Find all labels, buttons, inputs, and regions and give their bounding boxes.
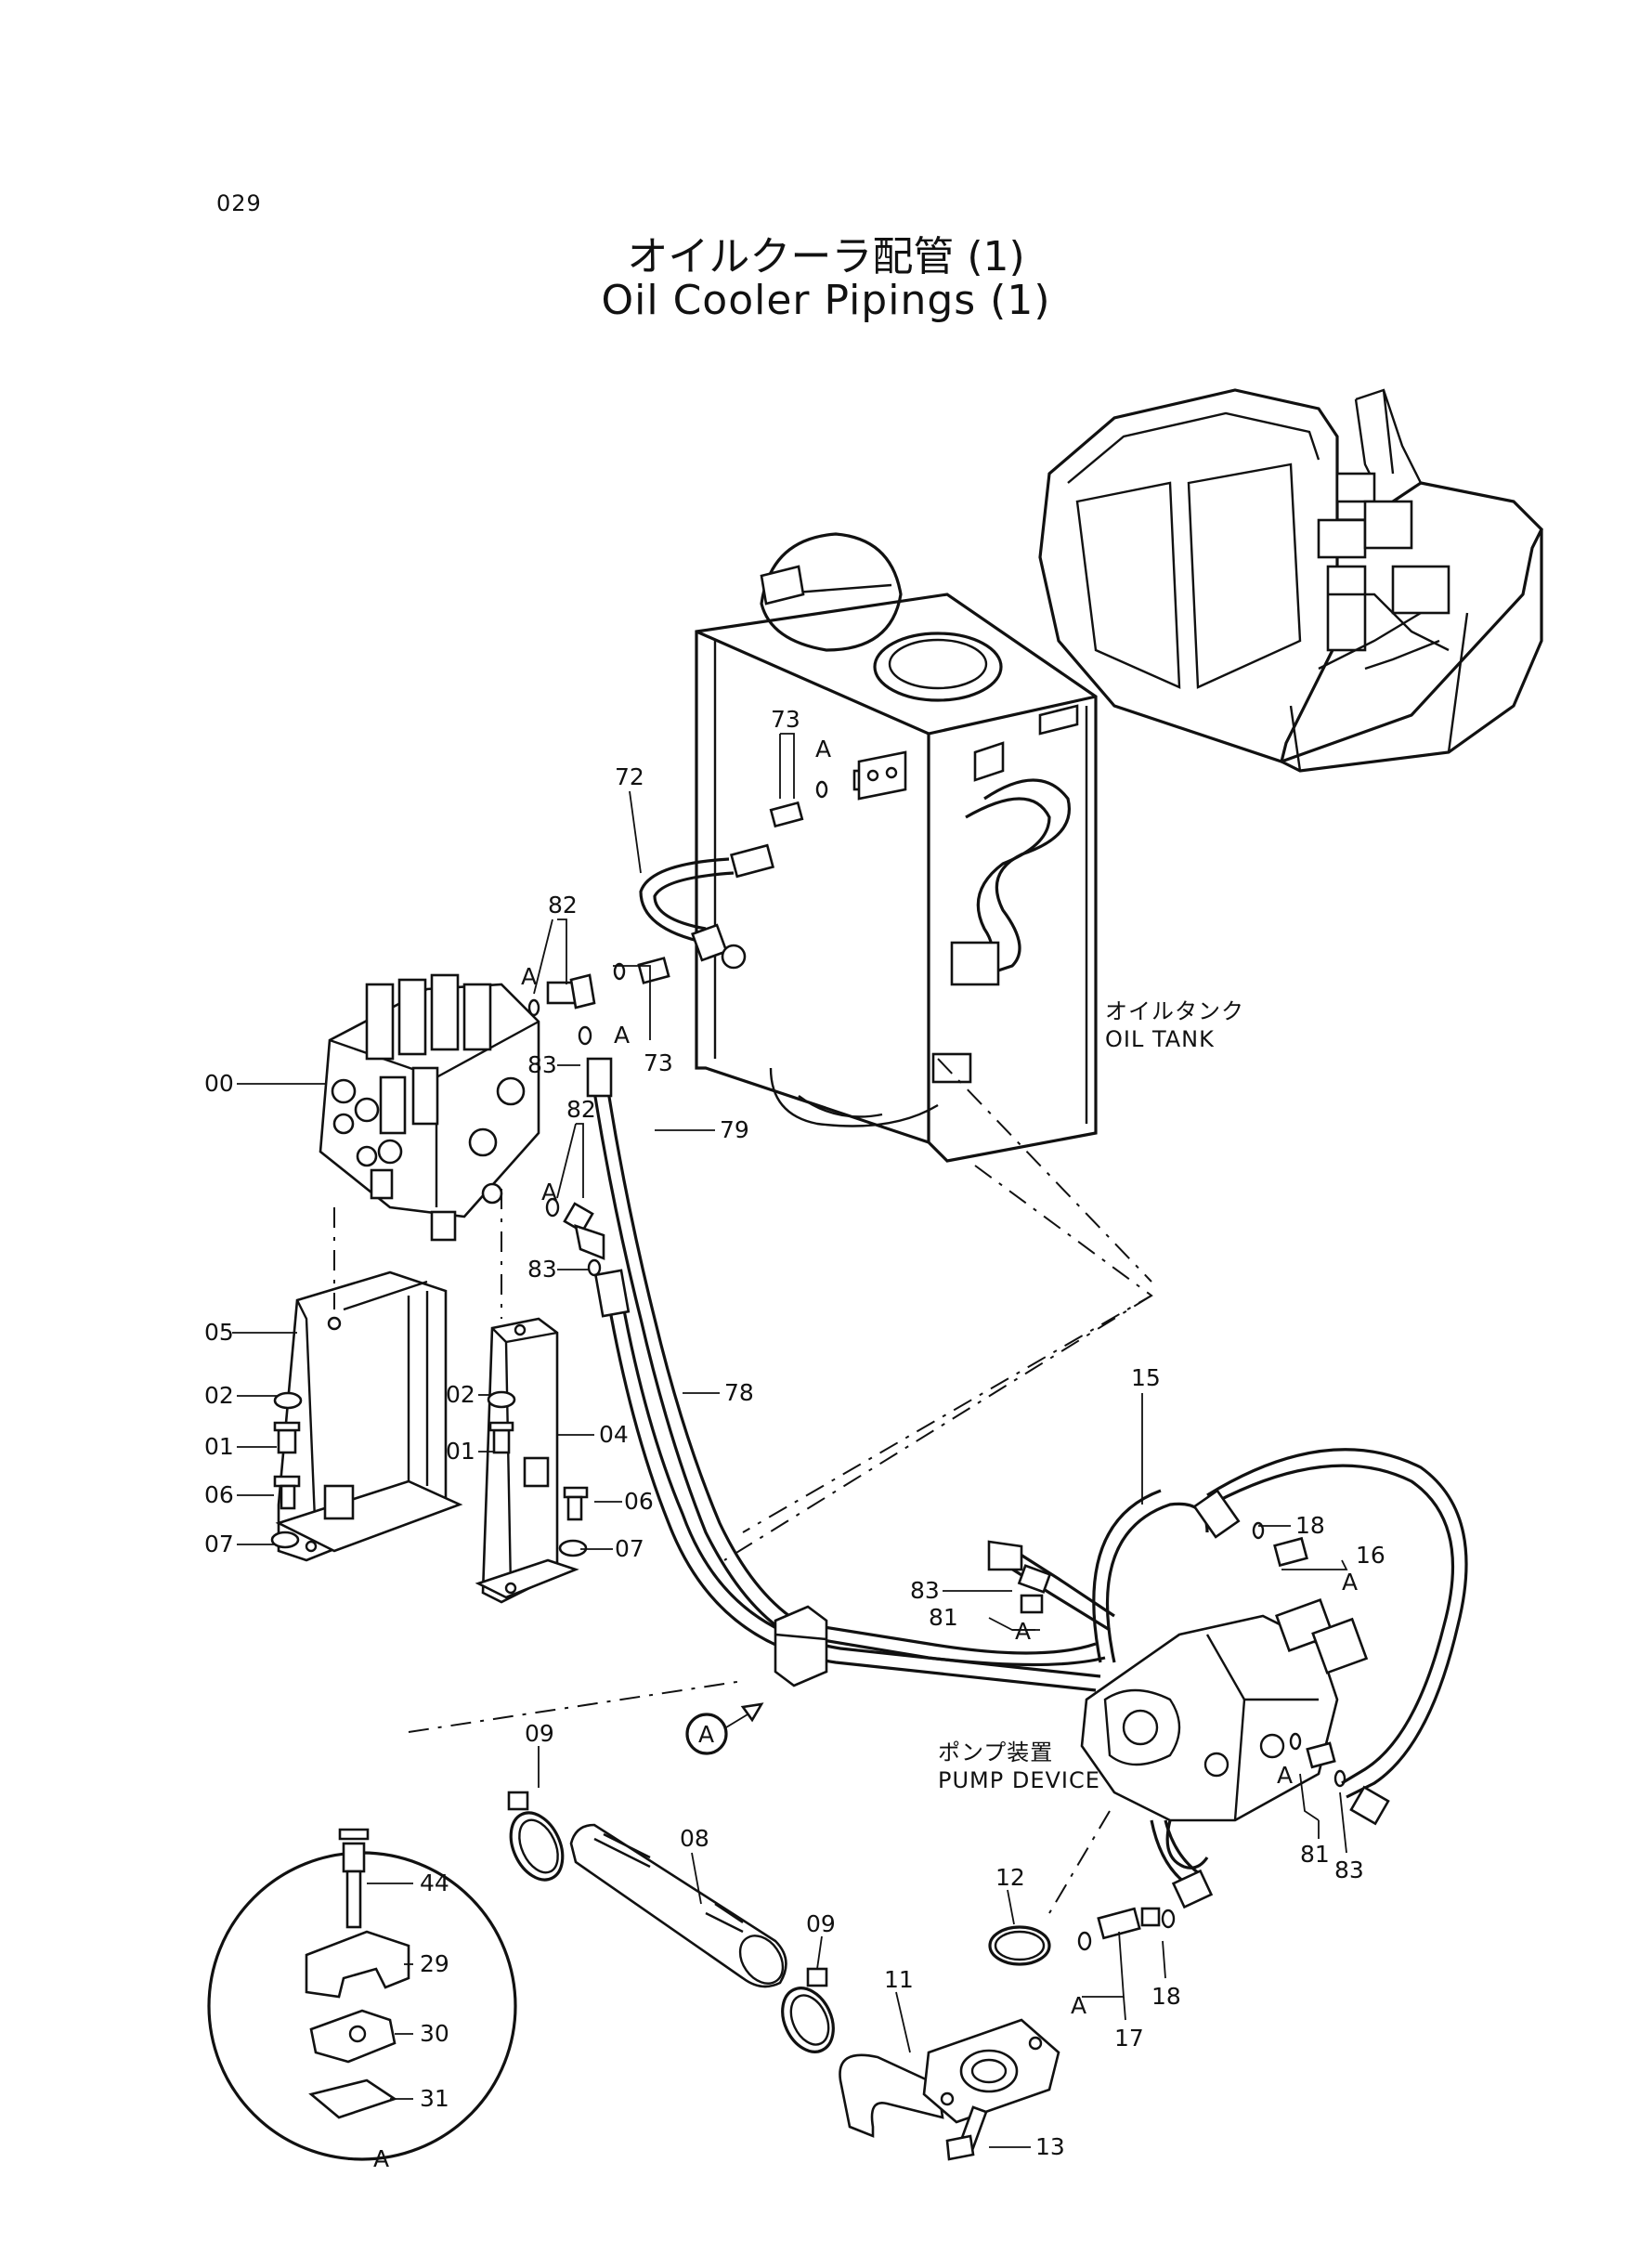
callout-09-lower: 09 bbox=[806, 1910, 836, 1937]
mounting-bracket-05 bbox=[275, 1270, 463, 1562]
callout-79: 79 bbox=[720, 1116, 749, 1143]
suction-pipe-11 bbox=[839, 2018, 1060, 2138]
pump-device-label-japanese: ポンプ装置 bbox=[938, 1739, 1053, 1765]
callout-82-upper: 82 bbox=[548, 892, 578, 919]
callout-83-pump-right: 83 bbox=[1334, 1857, 1364, 1883]
callout-73-lower: 73 bbox=[644, 1049, 673, 1076]
control-valve-illustration bbox=[319, 973, 540, 1242]
callout-06-right: 06 bbox=[624, 1488, 654, 1515]
callout-81-pump-left: 81 bbox=[929, 1604, 958, 1631]
fittings-pump-right bbox=[1017, 1521, 1390, 1826]
callout-05: 05 bbox=[204, 1319, 234, 1346]
a-mark: A bbox=[614, 1022, 630, 1049]
a-mark: A bbox=[1071, 1992, 1086, 2019]
a-mark: A bbox=[521, 963, 537, 990]
callout-30: 30 bbox=[420, 2020, 449, 2047]
callout-04: 04 bbox=[599, 1421, 629, 1448]
hose-band-09-upper bbox=[507, 1791, 565, 1882]
callout-09-upper: 09 bbox=[525, 1720, 554, 1747]
a-mark: A bbox=[1277, 1762, 1293, 1789]
a-mark: A bbox=[1015, 1618, 1031, 1645]
callout-83-upper: 83 bbox=[527, 1051, 557, 1078]
pump-line-lower bbox=[1077, 1819, 1214, 1951]
callout-01-left: 01 bbox=[204, 1433, 234, 1460]
detail-reference-a-letter: A bbox=[698, 1721, 714, 1748]
a-mark: A bbox=[1342, 1569, 1358, 1596]
page-number: 029 bbox=[216, 190, 262, 216]
pump-pipe-upper bbox=[987, 1540, 1115, 1632]
callout-02-left: 02 bbox=[204, 1382, 234, 1409]
pump-device-illustration bbox=[1080, 1597, 1369, 1870]
fasteners-left bbox=[270, 1390, 589, 1557]
callout-82-lower: 82 bbox=[566, 1096, 596, 1123]
callout-12: 12 bbox=[995, 1864, 1025, 1891]
page-title-english: Oil Cooler Pipings (1) bbox=[601, 277, 1051, 324]
callout-18-lower: 18 bbox=[1151, 1983, 1181, 2010]
detail-view-a bbox=[207, 1828, 517, 2161]
leader-lines bbox=[232, 733, 1348, 2160]
callout-73-upper: 73 bbox=[771, 706, 800, 733]
callout-78: 78 bbox=[724, 1379, 754, 1406]
fittings-upper bbox=[527, 780, 828, 1277]
callout-08: 08 bbox=[680, 1825, 709, 1852]
callout-16: 16 bbox=[1356, 1542, 1385, 1569]
callout-01-right: 01 bbox=[446, 1438, 475, 1465]
callout-06-left: 06 bbox=[204, 1481, 234, 1508]
hose-clamp-a bbox=[774, 1605, 828, 1687]
hose-15 bbox=[1092, 1448, 1468, 1799]
reference-chain-lines bbox=[333, 1058, 1153, 1914]
callout-81-pump-right: 81 bbox=[1300, 1841, 1330, 1868]
callout-13: 13 bbox=[1035, 2133, 1065, 2160]
callout-31: 31 bbox=[420, 2085, 449, 2112]
callout-07-left: 07 bbox=[204, 1531, 234, 1557]
oil-tank-label-japanese: オイルタンク bbox=[1105, 998, 1244, 1024]
callout-29: 29 bbox=[420, 1950, 449, 1977]
callout-44: 44 bbox=[420, 1870, 449, 1896]
callout-83-middle: 83 bbox=[527, 1256, 557, 1283]
a-mark: A bbox=[541, 1179, 557, 1205]
callout-83-pump-left: 83 bbox=[910, 1577, 940, 1604]
mounting-bracket-04 bbox=[475, 1317, 579, 1604]
hose-79 bbox=[586, 1057, 801, 1636]
pump-device-label-english: PUMP DEVICE bbox=[938, 1767, 1100, 1793]
a-detail-markers: A A A A A A A A A A bbox=[373, 736, 1358, 2172]
a-mark: A bbox=[815, 736, 831, 762]
oil-tank-illustration bbox=[695, 532, 1098, 1163]
callout-11: 11 bbox=[884, 1966, 914, 1993]
oil-tank-label-english: OIL TANK bbox=[1105, 1026, 1215, 1052]
o-ring-12 bbox=[988, 1925, 1051, 1966]
hose-72 bbox=[639, 843, 775, 970]
detail-reference-a bbox=[685, 1702, 764, 1755]
callout-72: 72 bbox=[615, 763, 644, 790]
hose-band-09-lower bbox=[781, 1967, 835, 2053]
callout-00: 00 bbox=[204, 1070, 234, 1097]
callout-17: 17 bbox=[1114, 2025, 1144, 2052]
callout-numbers: 00 05 02 01 06 07 02 01 04 06 07 72 73 7… bbox=[204, 706, 1385, 2160]
detail-view-a-label: A bbox=[373, 2145, 389, 2172]
bolt-13 bbox=[945, 2105, 988, 2161]
callout-02-right: 02 bbox=[446, 1381, 475, 1408]
callout-18-upper: 18 bbox=[1295, 1512, 1325, 1539]
page-title-japanese: オイルクーラ配管 (1) bbox=[627, 233, 1025, 280]
callout-15: 15 bbox=[1131, 1364, 1161, 1391]
callout-07-right: 07 bbox=[615, 1535, 644, 1562]
excavator-overview-illustration bbox=[1038, 388, 1543, 773]
suction-hose-08 bbox=[569, 1823, 787, 1988]
